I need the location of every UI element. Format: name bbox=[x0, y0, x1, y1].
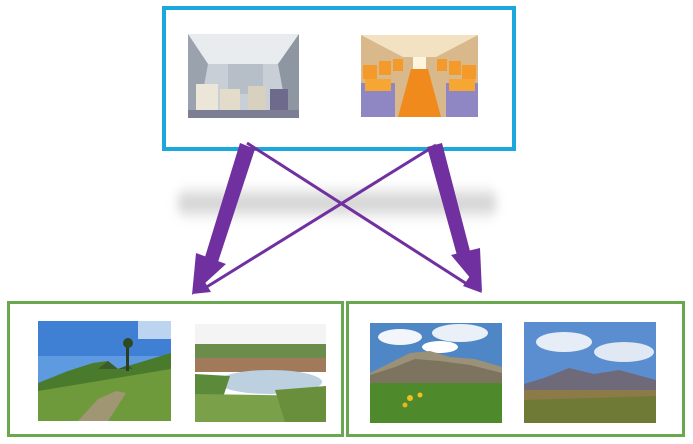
bottom-right-image-group bbox=[346, 301, 685, 437]
thin-arrow-right-line bbox=[246, 141, 471, 288]
landscape-path-photo bbox=[38, 321, 171, 421]
thick-arrow-right-shaft bbox=[427, 143, 471, 259]
thin-arrow-left-head bbox=[192, 279, 211, 294]
thin-arrow-left-line bbox=[204, 143, 437, 290]
thick-arrow-left-shaft bbox=[205, 143, 255, 262]
landscape-mountain-photo bbox=[524, 322, 656, 423]
thin-arrow-right-head bbox=[463, 273, 482, 293]
landscape-bog-photo bbox=[195, 324, 326, 422]
top-image-group bbox=[162, 6, 516, 151]
airplane-cabin-photo-1 bbox=[188, 34, 299, 118]
bottom-left-image-group bbox=[7, 301, 344, 437]
airplane-cabin-photo-2 bbox=[361, 35, 478, 117]
landscape-rocks-photo bbox=[370, 323, 502, 423]
